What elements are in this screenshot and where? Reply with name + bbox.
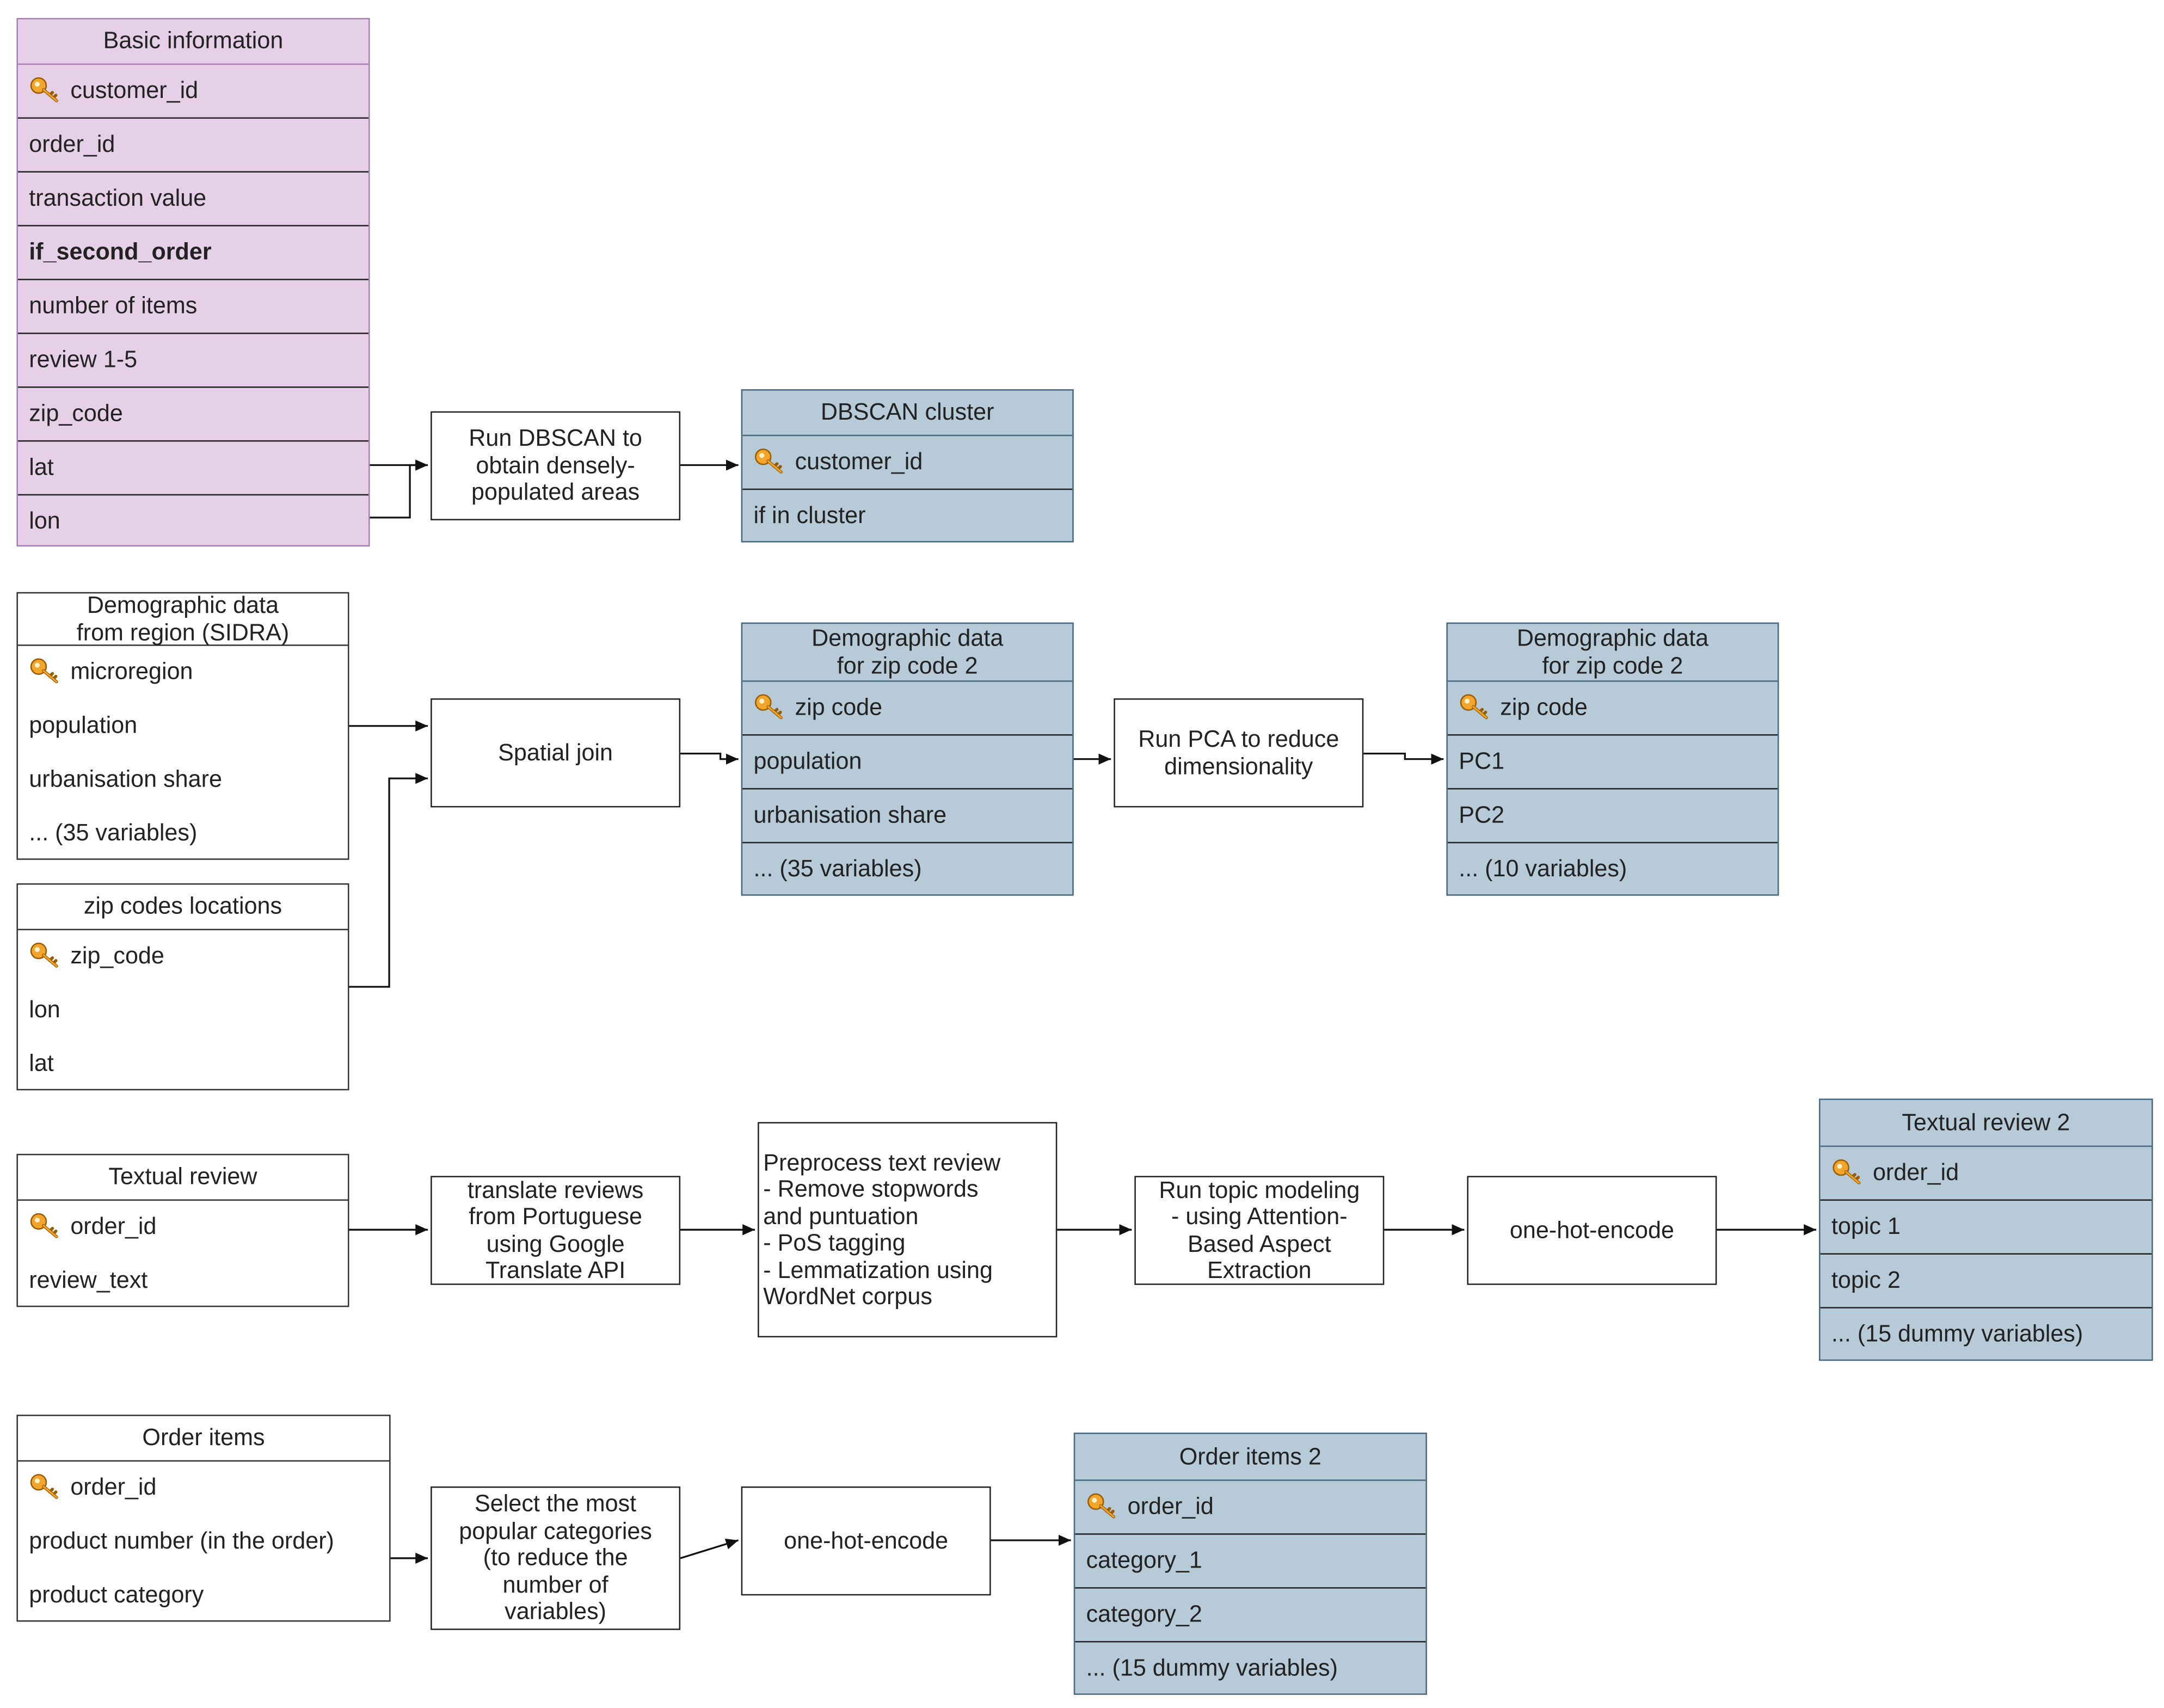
field: transaction value (17, 173, 369, 226)
key-icon (1459, 687, 1492, 720)
field: urbanisation share (742, 789, 1073, 844)
table-title: Order items 2 (1075, 1434, 1426, 1481)
field: ... (15 dummy variables) (1086, 1655, 1338, 1681)
dbscan-cluster-table: DBSCAN cluster customer_id if in cluster (741, 389, 1074, 543)
table-title: Demographic data for zip code 2 (742, 624, 1073, 682)
field: lat (29, 1050, 54, 1077)
field: population (29, 712, 138, 739)
key-field: zip code (742, 682, 1073, 736)
demographic-region-table: Demographic data from region (SIDRA) mic… (16, 592, 349, 860)
key-icon (1086, 1486, 1120, 1519)
key-field: order_id (1075, 1481, 1426, 1535)
field: ... (10 variables) (1459, 856, 1627, 882)
key-field: order_id (18, 1461, 389, 1515)
key-field: order_id (1820, 1147, 2152, 1201)
target-field: if_second_order (17, 226, 369, 280)
demographic-zip-pca-table: Demographic data for zip code 2 zip code… (1446, 622, 1779, 896)
preprocess-step: Preprocess text review - Remove stopword… (758, 1122, 1058, 1338)
table-title: Basic information (17, 19, 369, 65)
key-icon (753, 441, 786, 474)
key-field: customer_id (742, 436, 1073, 490)
field: category_2 (1075, 1589, 1426, 1643)
key-field: microregion (18, 646, 348, 700)
textual-review-table: Textual review order_id review_text (16, 1153, 349, 1307)
field: zip_code (17, 388, 369, 442)
spatial-join-step: Spatial join (431, 698, 681, 808)
field: lon (29, 508, 60, 534)
translate-step: translate reviews from Portuguese using … (431, 1176, 681, 1285)
key-icon (29, 652, 62, 684)
field: topic 1 (1820, 1201, 2152, 1255)
pca-step: Run PCA to reduce dimensionality (1114, 698, 1364, 808)
order-items-2-table: Order items 2 order_id category_1 catego… (1073, 1433, 1427, 1695)
field: category_1 (1075, 1535, 1426, 1589)
select-categories-step: Select the most popular categories (to r… (431, 1486, 681, 1630)
arrow-lon-to-dbscan (370, 459, 428, 519)
table-title: Demographic data from region (SIDRA) (17, 592, 348, 646)
key-field: zip_code (18, 930, 348, 984)
topic-modeling-step: Run topic modeling - using Attention- Ba… (1134, 1176, 1385, 1285)
field: topic 2 (1820, 1255, 2152, 1308)
key-field: zip code (1447, 682, 1778, 736)
key-field: customer_id (17, 65, 369, 119)
key-icon (1831, 1152, 1865, 1184)
key-field: order_id (18, 1201, 348, 1255)
key-icon (29, 1206, 62, 1238)
key-icon (29, 936, 62, 968)
textual-review-2-table: Textual review 2 order_id topic 1 topic … (1819, 1098, 2153, 1361)
field: product category (29, 1581, 204, 1608)
table-title: Textual review (17, 1155, 348, 1201)
field: number of items (17, 280, 369, 334)
field: PC2 (1447, 789, 1778, 844)
table-title: Textual review 2 (1820, 1100, 2152, 1147)
key-icon (29, 70, 62, 102)
field: population (742, 736, 1073, 790)
zip-codes-locations-table: zip codes locations zip_code lon lat (16, 883, 349, 1091)
table-title: Demographic data for zip code 2 (1447, 624, 1778, 682)
one-hot-encode-step: one-hot-encode (1467, 1176, 1717, 1285)
field: lon (29, 996, 60, 1023)
basic-information-table: Basic information customer_id order_id t… (16, 17, 370, 547)
field: ... (35 variables) (753, 856, 922, 882)
arrow-join-to-demo (680, 752, 739, 765)
field: lat (17, 441, 369, 496)
order-items-table: Order items order_id product number (in … (16, 1415, 391, 1622)
field: product number (in the order) (29, 1528, 334, 1555)
field: if in cluster (753, 502, 866, 529)
arrow-pca-to-pca-table (1363, 752, 1444, 765)
field: PC1 (1447, 736, 1778, 790)
field: review_text (29, 1267, 148, 1293)
dbscan-step: Run DBSCAN to obtain densely- populated … (431, 411, 681, 520)
arrow-zip-to-join (349, 772, 428, 988)
table-title: DBSCAN cluster (742, 391, 1073, 437)
demographic-zip-table: Demographic data for zip code 2 zip code… (741, 622, 1074, 896)
table-title: Order items (17, 1416, 390, 1462)
table-title: zip codes locations (17, 884, 348, 931)
field: ... (35 variables) (29, 820, 198, 846)
field: order_id (17, 119, 369, 173)
arrow-select-to-onehot (680, 1538, 739, 1559)
one-hot-encode-step: one-hot-encode (741, 1486, 991, 1596)
key-icon (753, 687, 786, 720)
field: review 1-5 (17, 334, 369, 388)
field: ... (15 dummy variables) (1831, 1320, 2083, 1347)
key-icon (29, 1467, 62, 1500)
field: urbanisation share (29, 766, 222, 792)
